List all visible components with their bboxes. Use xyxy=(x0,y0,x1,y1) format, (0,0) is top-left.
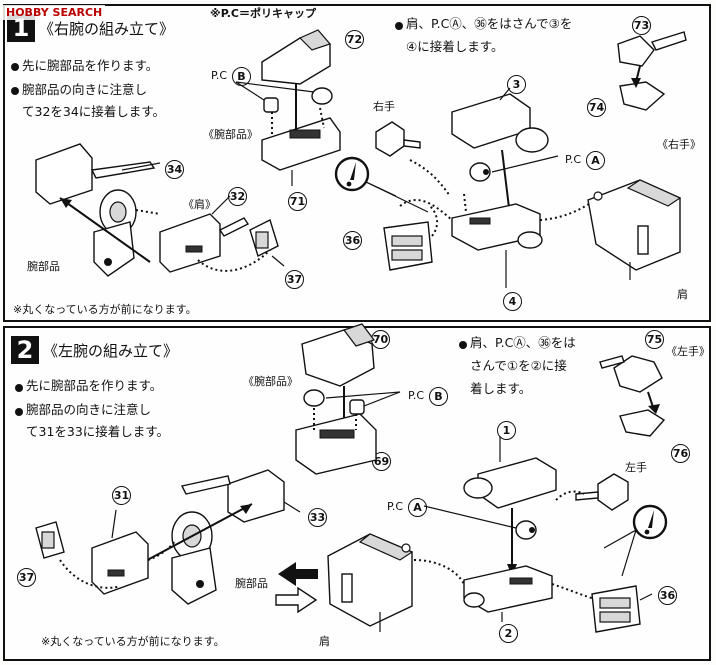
polycap-note: ※P.C＝ポリキャップ xyxy=(210,7,316,20)
part-1-drawing xyxy=(463,436,557,576)
step2-assembly-note-1: 肩、P.CⒶ、㊱をは xyxy=(470,335,576,350)
part-32-drawing xyxy=(159,195,271,273)
step2-instruction-1: 先に腕部品を作ります。 xyxy=(26,378,163,393)
part-71-drawing xyxy=(261,107,341,186)
step2-number: 2 xyxy=(11,336,39,364)
bullet xyxy=(459,341,467,349)
part-37b-drawing xyxy=(35,521,121,589)
part-75-76-drawing xyxy=(599,355,666,437)
step1-footnote: ※丸くなっている方が前になります。 xyxy=(13,303,197,316)
part-76: 76 xyxy=(671,444,690,463)
shoulder-left-drawing xyxy=(327,533,414,632)
shoulder-right-drawing xyxy=(587,179,682,280)
part-36b-drawing xyxy=(591,585,653,633)
part-37: 37 xyxy=(17,568,36,587)
bullet xyxy=(395,22,403,30)
part-70: 70 xyxy=(371,330,390,349)
label-arm-part-plain: 腕部品 xyxy=(27,260,60,273)
label-left-hand: 左手 xyxy=(625,461,647,474)
part-31: 31 xyxy=(112,486,131,505)
part-75: 75 xyxy=(645,330,664,349)
step2-instruction-3: て31を33に接着します。 xyxy=(26,424,170,439)
polycap-a-drawing xyxy=(469,155,559,182)
part-32: 32 xyxy=(228,187,247,206)
part-4: 4 xyxy=(503,292,522,311)
label-shoulder: 《肩》 xyxy=(183,198,216,211)
pc-a-badge: A xyxy=(586,151,605,170)
label-right-hand: 右手 xyxy=(373,100,395,113)
watermark-logo: HOBBY SEARCH xyxy=(3,5,106,20)
step2-assembly-note-3: 着します。 xyxy=(470,381,532,396)
part-36-drawing xyxy=(383,205,438,271)
label-arm-part-plain: 腕部品 xyxy=(235,577,268,590)
label-pc-b: P.C xyxy=(211,69,228,82)
pc-b-badge: B xyxy=(429,387,448,406)
label-arm-part: 《腕部品》 xyxy=(203,128,258,141)
label-arm-part: 《腕部品》 xyxy=(243,375,298,388)
label-left-hand-bracket: 《左手》 xyxy=(666,345,710,358)
right-hand-drawing xyxy=(375,121,451,197)
pc-a-badge: A xyxy=(408,498,427,517)
step2-title: 《左腕の組み立て》 xyxy=(43,342,179,360)
label-pc-a: P.C xyxy=(565,153,582,166)
step2-instruction-2: 腕部品の向きに注意し xyxy=(26,402,152,417)
exclamation-icon xyxy=(334,156,429,213)
bullet xyxy=(15,408,23,416)
left-hand-drawing xyxy=(555,473,629,511)
bullet xyxy=(11,63,19,71)
part-71: 71 xyxy=(288,192,307,211)
step1-assembly-note-1: 肩、P.CⒶ、㊱をはさんで③を xyxy=(406,16,573,31)
exclamation-icon xyxy=(603,504,668,577)
polycap-b2-drawing xyxy=(303,389,401,415)
bullet xyxy=(15,384,23,392)
polycap-a2-drawing xyxy=(423,505,537,540)
part-2-drawing xyxy=(413,559,599,622)
part-74: 74 xyxy=(587,98,606,117)
step1-instruction-2: 腕部品の向きに注意し xyxy=(22,82,148,97)
part-33: 33 xyxy=(308,508,327,527)
bullet xyxy=(11,87,19,95)
part-73-74-drawing xyxy=(617,31,687,111)
part-36: 36 xyxy=(343,231,362,250)
part-69-drawing xyxy=(295,408,377,475)
step2-footnote: ※丸くなっている方が前になります。 xyxy=(41,635,225,648)
part-73: 73 xyxy=(632,16,651,35)
part-34: 34 xyxy=(165,160,184,179)
part-2: 2 xyxy=(499,624,518,643)
part-37-drawing xyxy=(249,219,285,267)
part-37: 37 xyxy=(285,270,304,289)
part-1: 1 xyxy=(497,421,516,440)
part-36: 36 xyxy=(658,586,677,605)
step1-panel: 1 《右腕の組み立て》 先に腕部品を作ります。 腕部品の向きに注意し て32を3… xyxy=(3,4,711,322)
part-34-drawing xyxy=(35,143,161,277)
part-31-drawing xyxy=(91,509,177,595)
step1-instruction-1: 先に腕部品を作ります。 xyxy=(22,58,159,73)
label-pc-b: P.C xyxy=(408,389,425,402)
label-shoulder-plain: 肩 xyxy=(319,635,330,648)
step1-instruction-3: て32を34に接着します。 xyxy=(22,104,166,119)
label-shoulder-plain: 肩 xyxy=(677,288,688,301)
part-3-drawing xyxy=(451,87,549,224)
label-pc-a: P.C xyxy=(387,500,404,513)
direction-arrows xyxy=(275,562,318,614)
step1-title: 《右腕の組み立て》 xyxy=(39,20,175,38)
part-3: 3 xyxy=(507,75,526,94)
part-72: 72 xyxy=(345,30,364,49)
step1-assembly-note-2: ④に接着します。 xyxy=(406,39,504,54)
polycap-b-drawing xyxy=(235,81,333,113)
label-right-hand-bracket: 《右手》 xyxy=(657,138,701,151)
step2-assembly-note-2: さんで①を②に接 xyxy=(470,358,567,373)
